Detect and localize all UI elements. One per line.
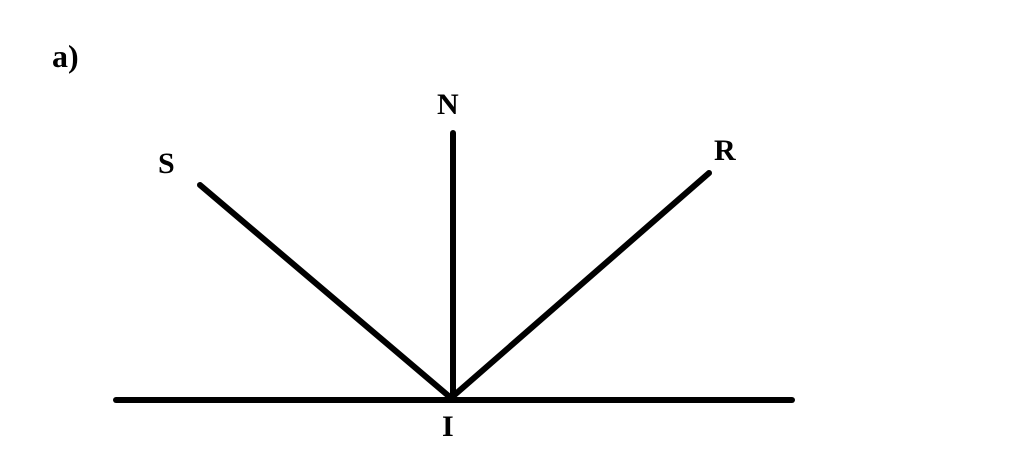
point-label-S: S	[158, 147, 175, 180]
point-label-N: N	[437, 88, 459, 121]
incident-ray-SI	[197, 182, 454, 401]
point-label-I: I	[442, 410, 454, 443]
reflected-ray-IR	[448, 170, 712, 401]
point-label-R: R	[714, 134, 736, 167]
part-label: a)	[52, 38, 79, 74]
